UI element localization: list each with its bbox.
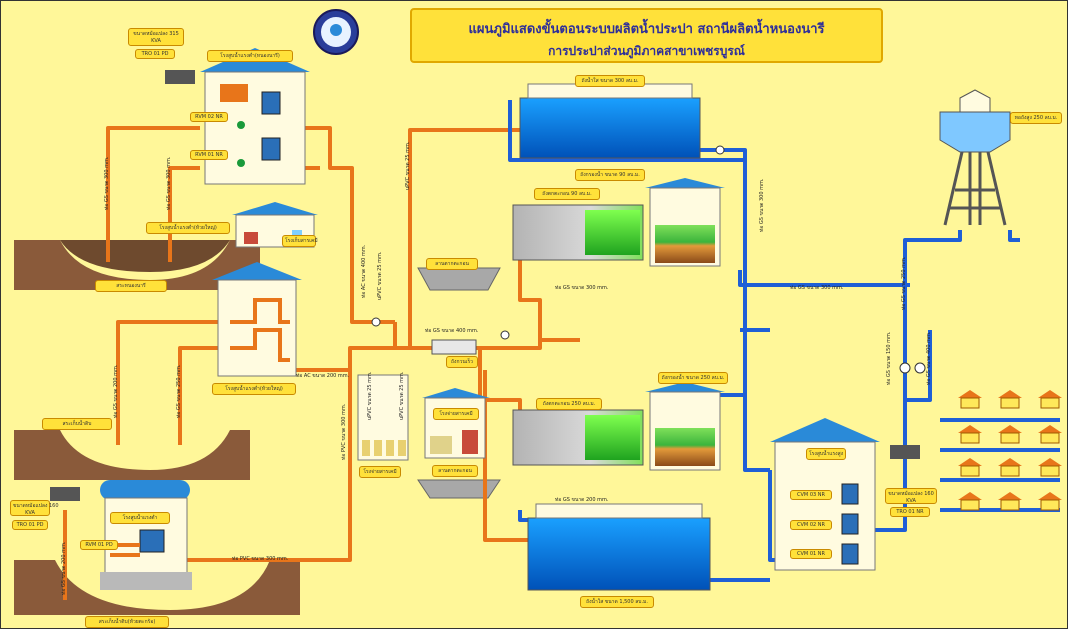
pipe-label: ท่อ GS ขนาด 250 mm. <box>901 256 907 310</box>
valve-icon <box>371 145 926 374</box>
diagram-title: แผนภูมิแสดงขั้นตอนระบบผลิตน้ำประปา สถานี… <box>410 8 883 63</box>
house-icon <box>1038 425 1062 444</box>
house-icon <box>958 390 982 409</box>
pump-house-bottom <box>100 480 192 590</box>
sludge-bed-bottom <box>417 479 501 499</box>
pipe-label: uPVC ขนาด 25 mm. <box>399 371 405 420</box>
elevated-tank <box>939 89 1011 226</box>
house-icon <box>958 425 982 444</box>
elevated-tank-label: หอถังสูง 250 ลบ.ม. <box>1010 112 1062 124</box>
sedimentation-tank-top <box>512 204 644 261</box>
pipe-label: ท่อ GS ขนาด 300 mm. <box>555 285 609 291</box>
pond-mid <box>14 430 250 480</box>
pond-top-label: สระหนองนารี <box>95 280 167 292</box>
pipe-label: ท่อ GS ขนาด 400 mm. <box>926 331 932 385</box>
clear-tank-bottom-label: ถังน้ำใส ขนาด 1,500 ลบ.ม. <box>580 596 654 608</box>
pipe-label: ท่อ GS ขนาด 400 mm. <box>425 328 479 334</box>
pipe-label: ท่อ GS ขนาด 300 mm. <box>166 156 172 210</box>
pipe-label: uPVC ขนาด 25 mm. <box>377 251 383 300</box>
sed-tank-bottom-label: ถังตกตะกอน 250 ลบ.ม. <box>536 398 602 410</box>
raw-pump-house-mid-label: โรงสูบน้ำแรงต่ำ(ห้วยใหญ่) <box>146 222 230 234</box>
house-icon <box>958 492 982 511</box>
chem-building-label: โรงจ่ายสารเคมี <box>433 408 479 420</box>
house-icon <box>998 425 1022 444</box>
pipe-label: uPVC ขนาด 25 mm. <box>367 371 373 420</box>
raw-pump-house-bottom-label: โรงสูบน้ำแรงต่ำ <box>110 512 170 524</box>
filter-building-bottom <box>645 382 725 471</box>
transformer-right-code: TRO 01 NR <box>890 507 930 517</box>
filter-building-top <box>645 178 725 267</box>
house-icon <box>1038 390 1062 409</box>
pipe-label: ท่อ GS ขนาด 200 mm. <box>555 497 609 503</box>
pipe-label: ท่อ PVC ขนาด 300 mm. <box>232 556 289 562</box>
chem-feed-building <box>422 388 490 459</box>
house-icon <box>998 458 1022 477</box>
sedimentation-tank-bottom <box>512 409 644 466</box>
pipe-label: ท่อ GS ขนาด 300 mm. <box>104 156 110 210</box>
sludge-bed-top <box>417 267 501 291</box>
sed-tank-top-label: ถังตกตะกอน 90 ลบ.ม. <box>534 188 600 200</box>
rapid-mixer <box>431 339 477 355</box>
rvm01pd-label: RVM 01 PD <box>80 540 118 550</box>
rvm02-label: RVM 02 NR <box>190 112 228 122</box>
house-icons <box>958 390 1062 511</box>
pond-bottom <box>14 560 300 615</box>
pump-house-mid <box>212 262 302 377</box>
filter-top-label: ถังกรองน้ำ ขนาด 90 ลบ.ม. <box>575 169 645 181</box>
title-line1: แผนภูมิแสดงขั้นตอนระบบผลิตน้ำประปา สถานี… <box>468 22 825 37</box>
cvm02-label: CVM 02 NR <box>790 520 832 530</box>
pipe-label: ท่อ GS ขนาด 250 mm. <box>176 364 182 418</box>
chlorine-house-label: โรงสูบน้ำแรงต่ำ(ห้วยใหญ่) <box>212 383 296 395</box>
transformer-icon <box>50 70 920 501</box>
cvm03-label: CVM 03 NR <box>790 490 832 500</box>
pipe-label: ท่อ GS ขนาด 200 mm. <box>61 541 67 595</box>
title-line2: การประปาส่วนภูมิภาคสาขาเพชรบูรณ์ <box>548 44 745 58</box>
cvm01-label: CVM 01 NR <box>790 549 832 559</box>
pipe-label: uPVC ขนาด 25 mm. <box>405 141 411 190</box>
clear-tank-top-label: ถังน้ำใส ขนาด 300 ลบ.ม. <box>575 75 645 87</box>
pond-mid-label: สระเก็บน้ำดิบ <box>42 418 112 430</box>
house-icon <box>998 390 1022 409</box>
high-pump-house <box>770 418 880 571</box>
house-icon <box>1038 492 1062 511</box>
pipe-label: ท่อ PVC ขนาด 300 mm. <box>341 403 347 460</box>
pond-top <box>14 240 260 290</box>
logo-seal-icon <box>313 9 359 55</box>
rvm01-label: RVM 01 NR <box>190 150 228 160</box>
clear-tank-bottom <box>527 503 711 591</box>
chem-tanks <box>357 374 409 461</box>
clear-tank-top <box>519 83 701 159</box>
pipe-label: ท่อ GS ขนาด 300 mm. <box>759 178 765 232</box>
pipe-label: ท่อ GS ขนาด 300 mm. <box>790 285 844 291</box>
sludge-top-label: ลานตากตะกอน <box>426 258 478 270</box>
chem-house-label: โรงเก็บสารเคมี <box>282 235 318 247</box>
pipe-label: ท่อ GS ขนาด 150 mm. <box>886 331 892 385</box>
transformer-top-code: TRO 01 PD <box>135 49 175 59</box>
high-pump-house-label: โรงสูบน้ำแรงสูง <box>806 448 846 460</box>
transformer-bottom-code: TRO 01 PD <box>12 520 48 530</box>
house-icon <box>998 492 1022 511</box>
house-icon <box>1038 458 1062 477</box>
pipe-label: ท่อ AC ขนาด 400 mm. <box>361 244 367 298</box>
chem-building2-label: โรงจ่ายสารเคมี <box>359 466 401 478</box>
sludge-bottom-label: ลานตากตะกอน <box>432 465 478 477</box>
pipe-label: ท่อ AC ขนาด 200 mm. <box>296 373 350 379</box>
mixer-label: ถังกวนเร็ว <box>446 356 478 368</box>
pond-bottom-label: สระเก็บน้ำดิบ(ห้วยตะกร้อ) <box>85 616 169 628</box>
pipe-label: ท่อ GS ขนาด 200 mm. <box>113 364 119 418</box>
filter-bottom-label: ถังกรองน้ำ ขนาด 250 ลบ.ม. <box>658 372 728 384</box>
raw-pump-house-top-label: โรงสูบน้ำแรงต่ำ(หนองนารี) <box>207 50 293 62</box>
house-icon <box>958 458 982 477</box>
